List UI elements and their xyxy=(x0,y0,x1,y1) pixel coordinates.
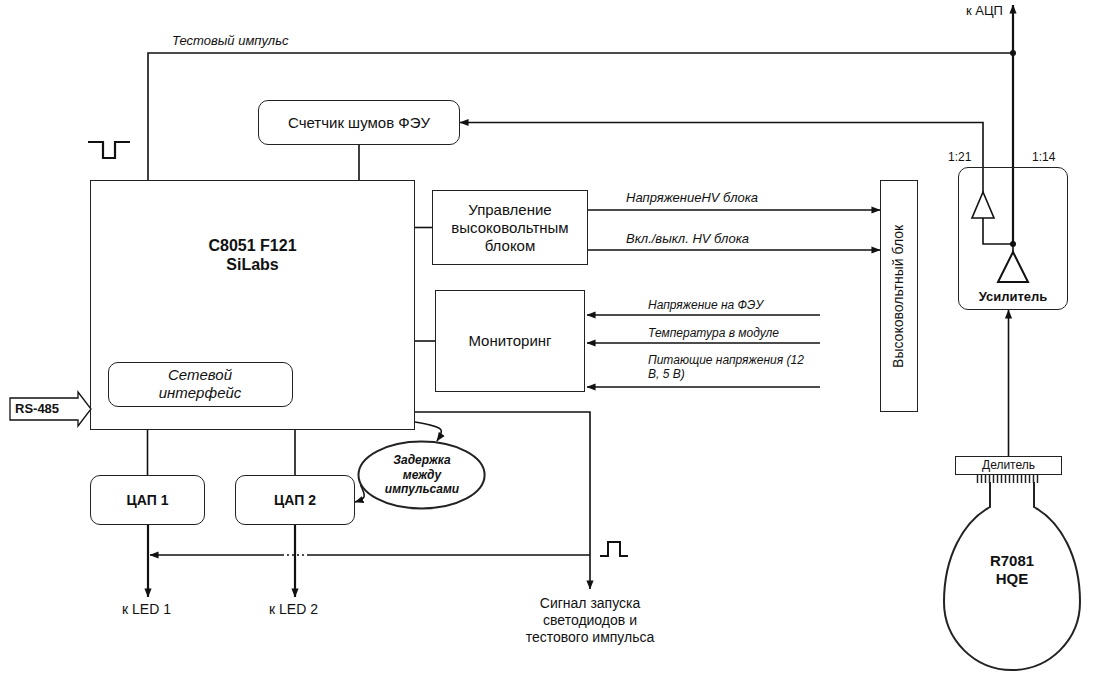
connector xyxy=(148,53,1013,180)
divider-box: Делитель xyxy=(955,456,1062,475)
pmt-bulb: R7081 HQE xyxy=(942,482,1082,674)
hv-block-box: Высоковольтный блок xyxy=(880,180,918,412)
rs485-block-arrow xyxy=(10,392,91,426)
node-text: ЦАП 2 xyxy=(274,492,316,509)
node-text: ЦАП 1 xyxy=(127,492,169,509)
monitor-input-arrow xyxy=(587,314,820,316)
connector xyxy=(1008,310,1010,456)
node-text: R7081 HQE xyxy=(972,552,1052,588)
node-text: Усилитель xyxy=(979,289,1048,305)
buffer-wire xyxy=(982,167,984,192)
amplifier-wire xyxy=(983,218,1013,244)
node-text: Высоковольтный блок xyxy=(891,224,908,367)
edge-label: Вкл./выкл. HV блока xyxy=(626,231,749,247)
node-text: Делитель xyxy=(982,458,1035,472)
delay-ellipse: Задержка между импульсами xyxy=(357,440,486,510)
adc-label: к АЦП xyxy=(966,3,1003,19)
amplifier-triangle xyxy=(998,252,1028,282)
negative-pulse-symbol xyxy=(88,142,130,158)
connector xyxy=(588,209,880,211)
trigger-label: Сигнал запуска светодиодов и тестового и… xyxy=(515,595,665,645)
connector xyxy=(588,249,880,251)
node-text: Сетевой интерфейс xyxy=(140,366,260,402)
ratio-label: 1:21 xyxy=(948,150,971,164)
output-label: к LED 2 xyxy=(269,601,318,618)
connector xyxy=(460,123,983,168)
node-text: C8051 F121 SiLabs xyxy=(193,236,313,274)
connector xyxy=(415,422,441,441)
ratio-label: 1:14 xyxy=(1032,150,1055,164)
edge-label: Тестовый импульс xyxy=(172,33,289,49)
led-output-arrow xyxy=(147,525,149,597)
connector xyxy=(358,145,360,180)
monitor-input-arrow xyxy=(587,342,820,344)
monitoring-box: Мониторинг xyxy=(435,290,585,392)
dac-box: ЦАП 1 xyxy=(90,475,205,525)
led-output-arrow xyxy=(294,525,296,597)
ellipse-shape xyxy=(359,442,485,509)
connector xyxy=(415,227,432,229)
amplifier-box: Усилитель xyxy=(958,167,1068,310)
hv-control-box: Управление высоковольтным блоком xyxy=(432,190,588,265)
mcu-box: C8051 F121 SiLabsСетевой интерфейс xyxy=(90,180,415,430)
connector xyxy=(294,430,296,475)
trigger-wire xyxy=(415,412,590,589)
network-interface-box: Сетевой интерфейс xyxy=(108,362,293,407)
connector-group xyxy=(148,53,1014,502)
node-text: Мониторинг xyxy=(468,332,551,350)
junction-dot xyxy=(1010,241,1016,247)
node-text: Управление высоковольтным блоком xyxy=(440,201,580,255)
buffer-triangle xyxy=(972,192,994,218)
counter-box: Счетчик шумов ФЭУ xyxy=(258,100,460,145)
positive-pulse-symbol xyxy=(600,542,628,556)
signal-label: Температура в модуле xyxy=(648,326,779,340)
connector xyxy=(147,430,149,475)
trigger-branch xyxy=(309,554,590,556)
edge-label: НапряжениеHV блока xyxy=(626,190,758,206)
trigger-branch xyxy=(150,554,283,556)
dac-box: ЦАП 2 xyxy=(235,475,355,525)
bus-label: RS-485 xyxy=(15,401,59,417)
divider-pins xyxy=(975,475,1039,483)
bulb-shape xyxy=(944,482,1080,670)
node-text: Задержка между импульсами xyxy=(383,453,461,496)
monitor-input-arrow xyxy=(587,386,820,388)
output-label: к LED 1 xyxy=(122,601,171,618)
signal-label: Напряжение на ФЭУ xyxy=(648,298,763,312)
signal-label: Питающие напряжения (12 В, 5 В) xyxy=(648,353,818,382)
connector xyxy=(415,340,435,342)
node-text: Счетчик шумов ФЭУ xyxy=(288,114,430,132)
